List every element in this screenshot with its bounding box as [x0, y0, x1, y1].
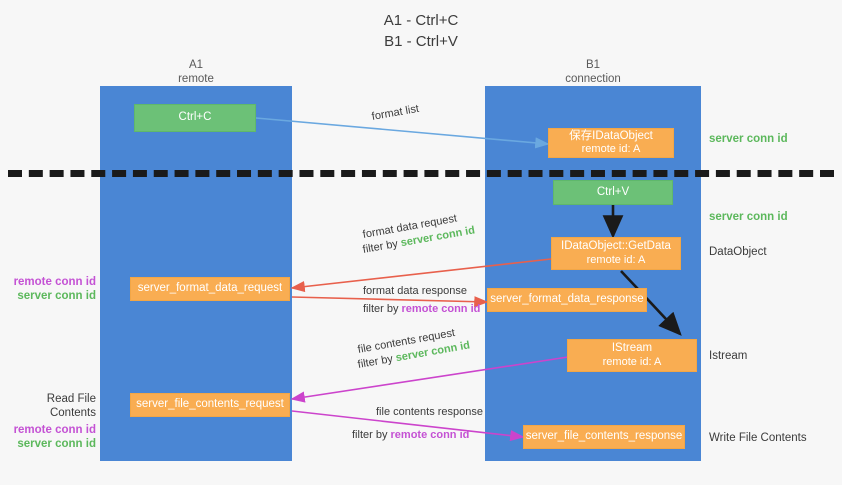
box-server-file-contents-request[interactable]: server_file_contents_request	[130, 393, 290, 417]
box-ctrl-c-label: Ctrl+C	[178, 111, 212, 124]
box-server-format-data-response-label: server_format_data_response	[490, 293, 644, 306]
lane-header-a1-name: A1	[188, 59, 204, 71]
left-label-remote-conn-id-1: remote conn id	[13, 276, 96, 288]
left-label-server-conn-id-1: server conn id	[17, 290, 96, 302]
edge-label-file-contents-response: file contents response filter by remote …	[352, 405, 483, 443]
key-remote-conn-id-2: remote conn id	[390, 429, 470, 441]
title-line-2: B1 - Ctrl+V	[384, 33, 458, 50]
box-server-format-data-request[interactable]: server_format_data_request	[130, 277, 290, 301]
box-server-format-data-request-label: server_format_data_request	[137, 282, 283, 295]
phase-divider	[8, 170, 834, 177]
box-ctrl-v[interactable]: Ctrl+V	[553, 180, 673, 205]
left-label-group-read-file-contents: Read File Contents remote conn id server…	[4, 392, 96, 451]
box-server-format-data-response[interactable]: server_format_data_response	[487, 288, 647, 312]
box-save-idataobject[interactable]: 保存IDataObject remote id: A	[548, 128, 674, 158]
box-istream[interactable]: IStream remote id: A	[567, 339, 697, 372]
box-istream-label: IStream	[611, 342, 653, 354]
box-save-idataobject-label: 保存IDataObject	[569, 129, 653, 142]
box-idataobject-getdata-remote-id: remote id: A	[586, 253, 646, 266]
title-line-1: A1 - Ctrl+C	[383, 12, 459, 29]
arrow-getdata-to-istream	[620, 270, 682, 336]
right-label-server-conn-id-mid: server conn id	[709, 211, 788, 223]
box-server-file-contents-response[interactable]: server_file_contents_response	[523, 425, 685, 449]
edge-label-format-data-request: format data request filter by server con…	[362, 213, 477, 258]
diagram-title: A1 - Ctrl+C B1 - Ctrl+V	[0, 10, 842, 52]
key-remote-conn-id: remote conn id	[401, 303, 481, 315]
edge-label-file-contents-response-line2: filter by remote conn id	[352, 429, 470, 441]
right-label-server-conn-id-top: server conn id	[709, 133, 788, 145]
edge-label-format-data-response: format data response filter by remote co…	[363, 284, 480, 317]
box-istream-remote-id: remote id: A	[602, 355, 662, 368]
left-label-server-conn-id-2: server conn id	[17, 438, 96, 450]
left-label-conn-ids-1: remote conn id server conn id	[8, 275, 96, 303]
box-idataobject-getdata[interactable]: IDataObject::GetData remote id: A	[551, 237, 681, 270]
lane-header-a1-sub: remote	[178, 73, 214, 85]
box-server-file-contents-request-label: server_file_contents_request	[136, 398, 284, 411]
box-ctrl-c[interactable]: Ctrl+C	[134, 104, 256, 132]
edge-label-format-data-response-line2: filter by remote conn id	[363, 303, 481, 315]
right-label-write-file-contents: Write File Contents	[709, 432, 807, 444]
arrow-file-contents-request	[290, 356, 569, 403]
right-label-istream: Istream	[709, 350, 748, 362]
box-save-idataobject-remote-id: remote id: A	[581, 143, 641, 155]
arrow-format-data-request	[290, 258, 552, 293]
box-server-file-contents-response-label: server_file_contents_response	[525, 430, 683, 443]
box-idataobject-getdata-label: IDataObject::GetData	[561, 240, 671, 252]
arrow-format-list	[255, 117, 550, 149]
arrow-format-data-response	[291, 296, 489, 308]
edge-label-file-contents-request: file contents request filter by server c…	[357, 327, 472, 373]
edge-label-format-list: format list	[370, 102, 420, 123]
lane-header-b1: B1 connection	[485, 58, 701, 86]
lane-header-b1-name: B1	[585, 59, 601, 71]
edge-label-format-data-response-line1: format data response	[363, 285, 467, 297]
box-ctrl-v-label: Ctrl+V	[596, 185, 630, 198]
right-label-dataobject: DataObject	[709, 246, 767, 258]
lane-header-b1-sub: connection	[565, 73, 621, 85]
arrow-file-contents-response	[291, 410, 525, 442]
left-label-remote-conn-id-2: remote conn id	[13, 424, 96, 436]
edge-label-file-contents-response-line1: file contents response	[376, 406, 484, 418]
left-label-read-file-contents: Read File Contents	[46, 393, 96, 419]
lane-header-a1: A1 remote	[100, 58, 292, 86]
